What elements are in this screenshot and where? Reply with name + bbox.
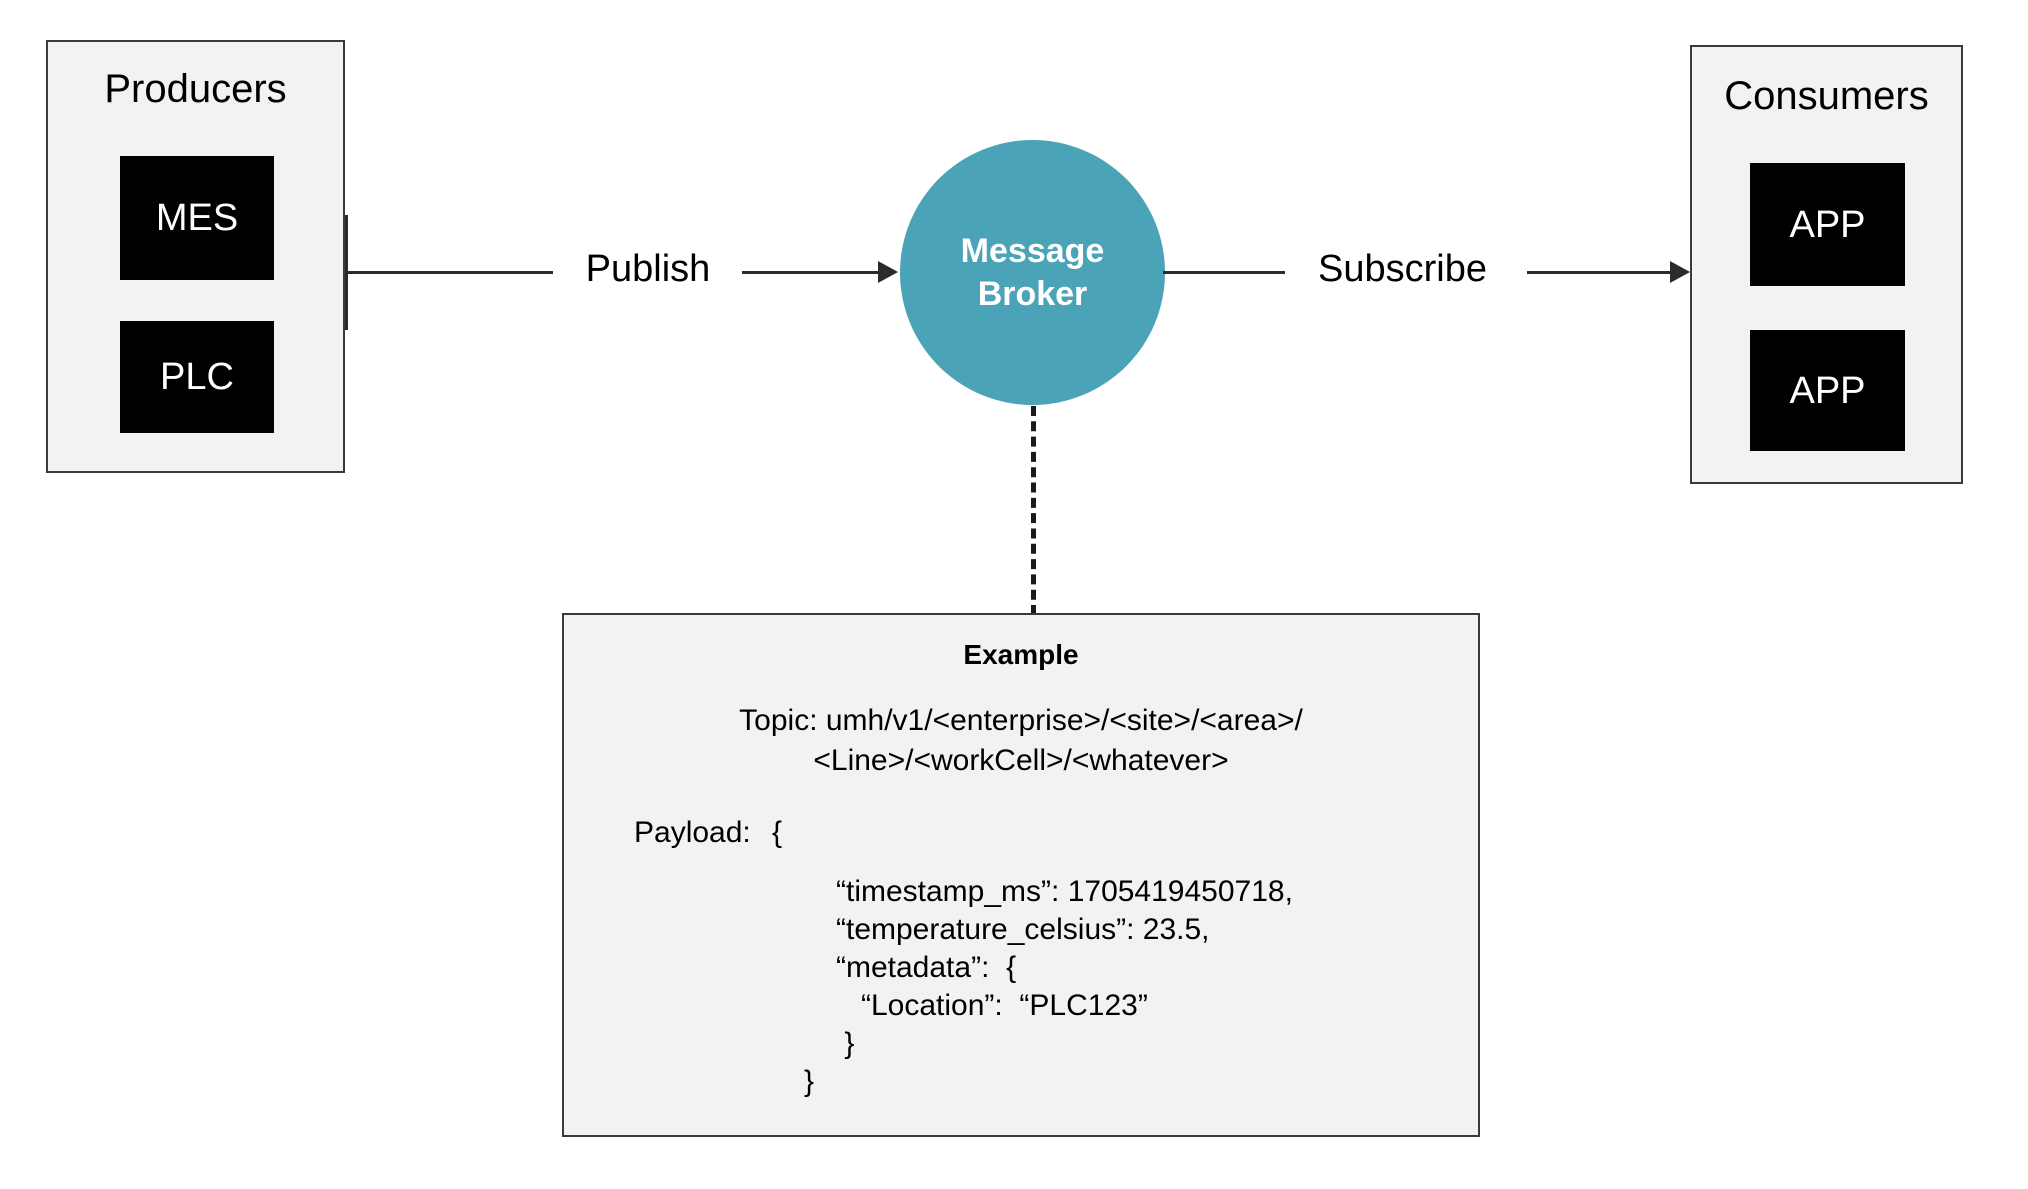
publish-arrowhead [878, 261, 898, 283]
example-payload-close-brace: } [804, 1065, 815, 1098]
example-payload-line-1: “timestamp_ms”: 1705419450718, [836, 875, 1293, 908]
example-title: Example [963, 639, 1079, 670]
producer-node-plc: PLC [120, 321, 274, 433]
example-topic-line-2: <Line>/<workCell>/<whatever> [813, 744, 1229, 777]
producers-title: Producers [104, 67, 287, 111]
broker-to-example-dashed-link [1031, 406, 1036, 615]
example-payload-line-4: “Location”: “PLC123” [836, 989, 1148, 1022]
example-panel: Example Topic: umh/v1/<enterprise>/<site… [562, 613, 1480, 1137]
example-payload-line-2: “temperature_celsius”: 23.5, [836, 913, 1210, 946]
example-topic-line-1: Topic: umh/v1/<enterprise>/<site>/<area>… [739, 704, 1303, 737]
example-payload-open-brace: { [772, 816, 783, 849]
broker-label-line1: Message [960, 232, 1105, 270]
message-broker-node: Message Broker [900, 140, 1165, 405]
producer-node-mes: MES [120, 156, 274, 280]
consumer-node-app-1: APP [1750, 163, 1905, 286]
consumer-node-app-2: APP [1750, 330, 1905, 451]
example-payload-line-3: “metadata”: { [836, 951, 1017, 984]
subscribe-arrowhead [1670, 261, 1690, 283]
consumers-group: Consumers APP APP [1690, 45, 1963, 484]
subscribe-line-right [1527, 271, 1672, 274]
consumers-title: Consumers [1724, 74, 1929, 118]
publish-line-left [345, 271, 553, 274]
example-payload-line-5: } [836, 1027, 855, 1060]
producers-group: Producers MES PLC [46, 40, 345, 473]
subscribe-label: Subscribe [1318, 248, 1487, 290]
subscribe-line-left [1163, 271, 1285, 274]
broker-label-line2: Broker [977, 274, 1088, 313]
publish-line-right [742, 271, 882, 274]
example-payload-label: Payload: [634, 816, 751, 849]
publish-label: Publish [585, 248, 711, 290]
